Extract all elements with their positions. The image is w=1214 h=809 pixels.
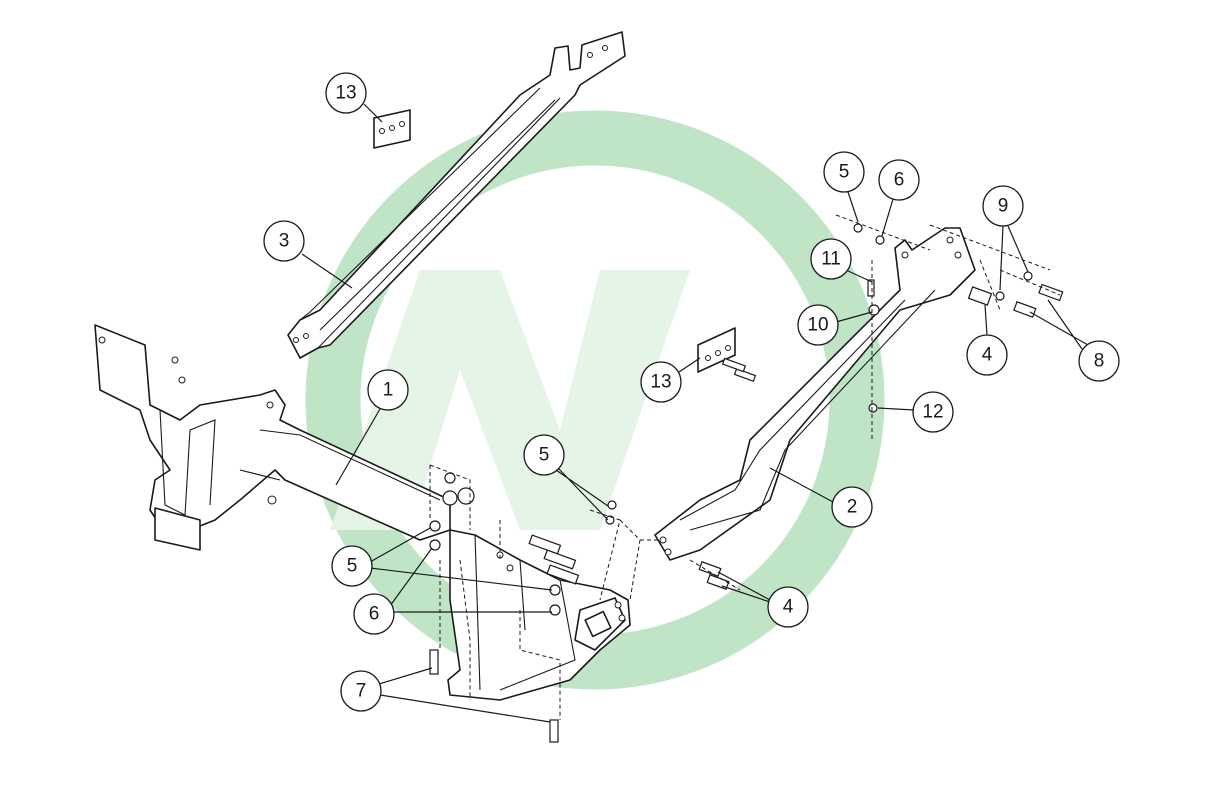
callout-13[interactable]: 13 <box>640 361 682 403</box>
part-13-plate-top[interactable] <box>373 109 411 149</box>
callout-5[interactable]: 5 <box>523 434 565 476</box>
callout-4[interactable]: 4 <box>966 334 1008 376</box>
svg-text:9: 9 <box>998 196 1009 217</box>
svg-text:11: 11 <box>821 249 841 270</box>
svg-text:10: 10 <box>807 315 828 336</box>
part-1-frame[interactable] <box>94 324 451 551</box>
svg-text:2: 2 <box>847 497 858 518</box>
callout-3[interactable]: 3 <box>263 220 305 262</box>
watermark-logo <box>305 110 885 690</box>
part-13-plate-middle[interactable] <box>697 327 757 383</box>
part-3-rail[interactable] <box>287 31 626 359</box>
callout-7[interactable]: 7 <box>340 670 382 712</box>
svg-text:6: 6 <box>369 604 380 625</box>
receiver-bracket[interactable] <box>447 529 631 701</box>
callout-5[interactable]: 5 <box>823 151 865 193</box>
svg-text:12: 12 <box>922 402 943 423</box>
svg-text:6: 6 <box>894 170 905 191</box>
svg-text:7: 7 <box>356 681 367 702</box>
callout-6[interactable]: 6 <box>878 159 920 201</box>
logo-letter-n <box>330 270 690 530</box>
leader-lines <box>301 103 1089 723</box>
svg-text:4: 4 <box>982 345 993 366</box>
callout-2[interactable]: 2 <box>831 486 873 528</box>
svg-text:3: 3 <box>279 231 290 252</box>
callout-1[interactable]: 1 <box>367 369 409 411</box>
svg-text:8: 8 <box>1094 351 1105 372</box>
callout-8[interactable]: 8 <box>1078 340 1120 382</box>
svg-text:5: 5 <box>347 556 358 577</box>
callout-5[interactable]: 5 <box>331 545 373 587</box>
svg-text:5: 5 <box>839 162 850 183</box>
callout-9[interactable]: 9 <box>982 185 1024 227</box>
svg-text:4: 4 <box>783 597 794 618</box>
callout-6[interactable]: 6 <box>353 593 395 635</box>
callout-12[interactable]: 12 <box>912 391 954 433</box>
callouts: 13 3 1 5 6 9 11 10 4 8 13 12 5 2 5 6 4 7 <box>263 72 1120 712</box>
callout-13[interactable]: 13 <box>325 72 367 114</box>
svg-text:13: 13 <box>650 372 671 393</box>
hardware <box>429 223 1064 743</box>
svg-text:5: 5 <box>539 445 550 466</box>
callout-11[interactable]: 11 <box>810 238 852 280</box>
svg-text:13: 13 <box>335 83 356 104</box>
callout-10[interactable]: 10 <box>797 304 839 346</box>
part-2-rail[interactable] <box>654 227 976 561</box>
svg-text:1: 1 <box>383 380 394 401</box>
callout-4[interactable]: 4 <box>767 586 809 628</box>
